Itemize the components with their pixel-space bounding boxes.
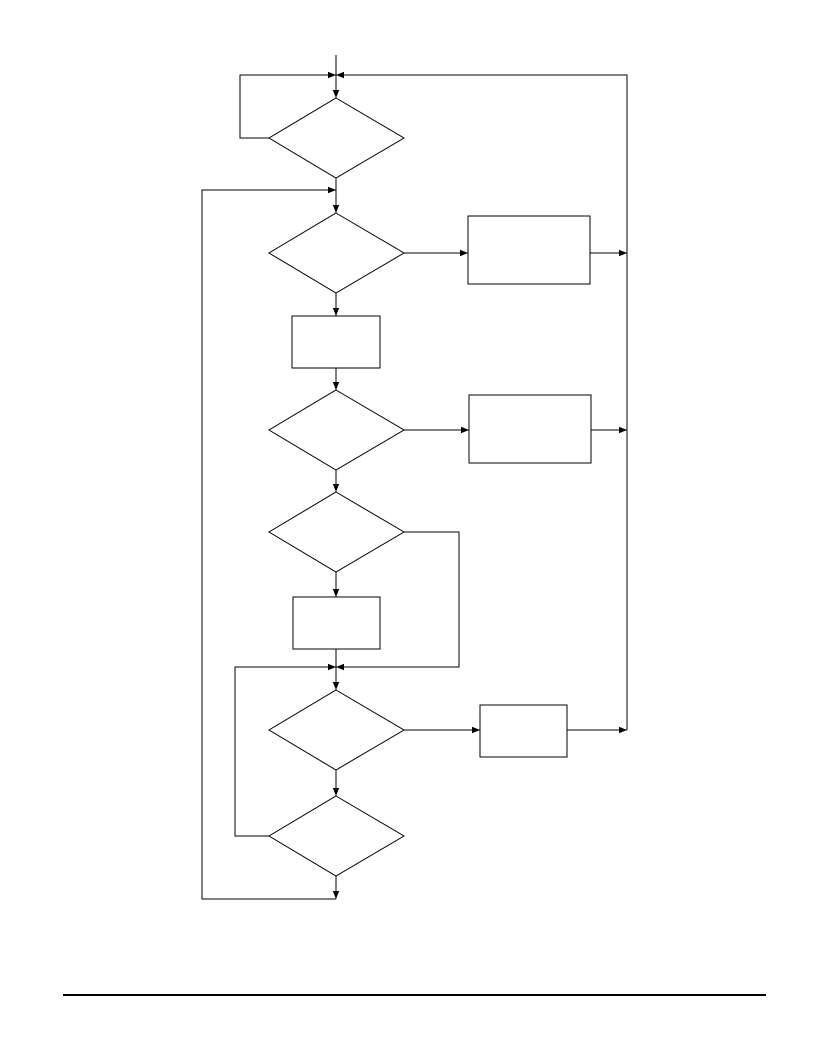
process-p2 (292, 596, 381, 650)
decision-d5 (268, 689, 405, 771)
connector-outer-loop (201, 186, 336, 900)
decision-d6 (268, 795, 405, 877)
decision-d1 (268, 97, 405, 179)
connector-d6-loop (234, 663, 336, 837)
decision-d3 (268, 389, 405, 471)
process-p5 (479, 704, 568, 758)
decision-d4 (268, 491, 405, 573)
process-p3 (467, 215, 591, 285)
process-p4 (468, 394, 592, 464)
connector-d1-loop (239, 71, 336, 139)
connector-return-bus (336, 71, 628, 730)
connectors (201, 55, 628, 900)
process-p1 (291, 315, 381, 369)
connector-d4-bypass (336, 531, 460, 671)
decision-d2 (268, 212, 405, 294)
